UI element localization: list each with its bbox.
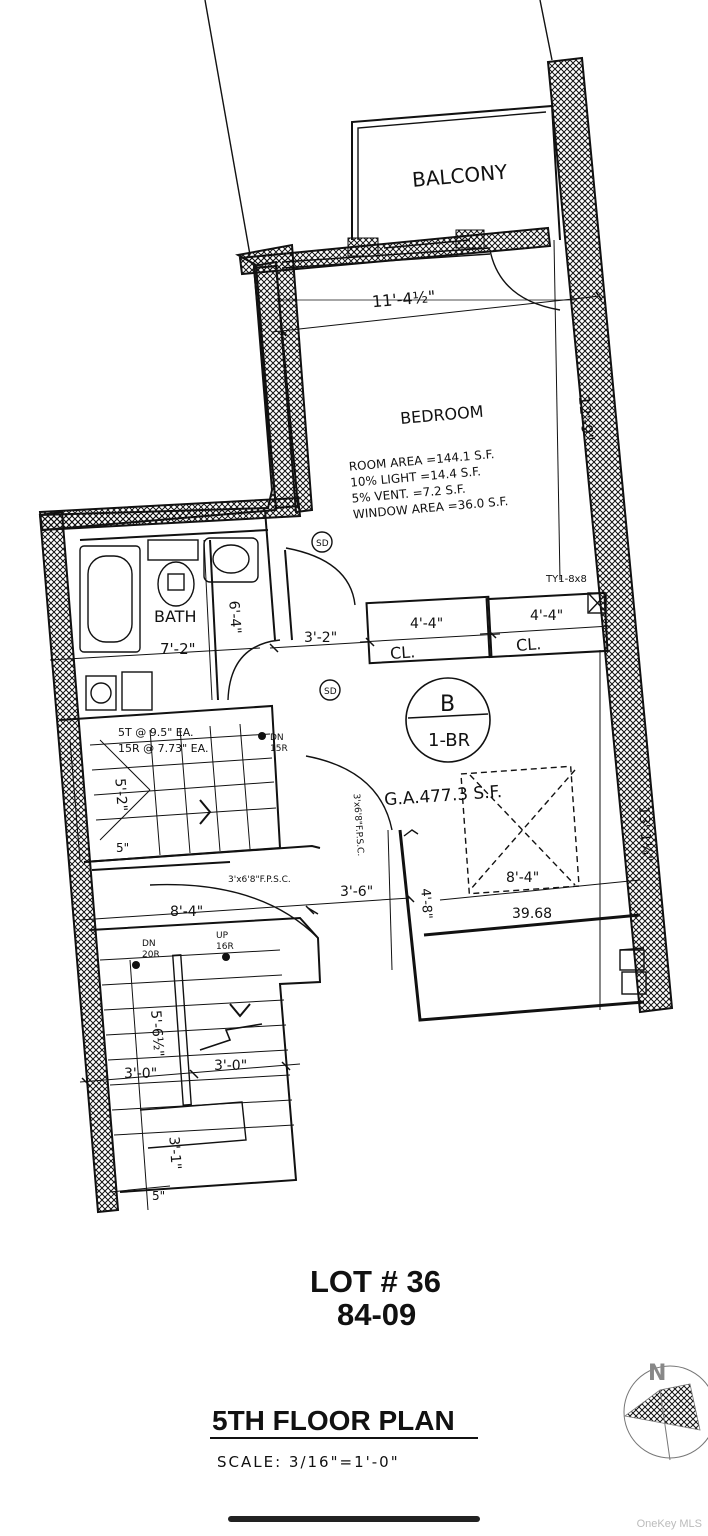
- dim-stair-2: 5'-6½": [147, 1010, 166, 1058]
- lot-title: LOT # 36: [310, 1264, 441, 1299]
- stair-note-1: 5T @ 9.5" EA.: [118, 726, 194, 739]
- dim-stair-3: 3'-0": [124, 1066, 157, 1082]
- dim-stair-6: 5": [116, 841, 129, 855]
- north-label: N: [648, 1361, 666, 1386]
- upper-stair-treads: [89, 723, 277, 856]
- dim-hall-1: 3'-2": [304, 630, 337, 646]
- interior-walls: [59, 299, 647, 1193]
- gross-area-label: G.A.477.3 S.F.: [384, 782, 503, 810]
- scale-label: SCALE: 3/16"=1'-0": [217, 1453, 400, 1471]
- lot-number: 84-09: [337, 1297, 416, 1332]
- upper-stair-risers: 15R: [270, 744, 288, 754]
- dim-stair-7: 5": [152, 1189, 165, 1203]
- closet-1-label: CL.: [389, 642, 415, 663]
- dim-balcony-width: 11'-4½": [371, 287, 436, 311]
- dim-stair-1: 5'-2": [111, 778, 129, 812]
- stair-break-line: [199, 1023, 263, 1051]
- floor-title: 5TH FLOOR PLAN: [212, 1405, 455, 1436]
- bedroom-label: BEDROOM: [399, 402, 484, 428]
- dimension-lines: [49, 239, 641, 1211]
- home-indicator-bar[interactable]: [228, 1516, 480, 1522]
- lower-stair-up-risers: 16R: [216, 942, 234, 952]
- dim-bedroom-depth: 12'-9": [575, 395, 597, 441]
- stair-marker-lower-dn: [132, 961, 140, 969]
- dim-stair-4: 3'-0": [214, 1058, 247, 1074]
- unit-letter: B: [440, 692, 455, 717]
- dim-living-depth: 13'-1¼": [635, 806, 655, 863]
- upper-stair-dn: DN: [270, 733, 284, 743]
- fixture-tag: TY1-8x8: [545, 574, 587, 585]
- bath-fixtures: [79, 537, 259, 711]
- skylight-box: [460, 765, 580, 895]
- smoke-detector-1: SD: [311, 531, 333, 553]
- lower-stair-treads: [99, 949, 295, 1149]
- unit-tag: B 1-BR: [405, 677, 491, 763]
- dim-closet-1: 4'-4": [410, 616, 443, 632]
- unit-type: 1-BR: [428, 730, 470, 751]
- bedroom-window: [281, 229, 491, 269]
- balcony: [351, 104, 561, 241]
- smoke-detector-label: SD: [316, 539, 329, 549]
- stair-marker-lower-up: [222, 953, 230, 961]
- exterior-walls: [38, 56, 674, 1214]
- smoke-detector-2: SD: [319, 679, 341, 701]
- dim-living-beam: 39.68: [512, 906, 552, 922]
- smoke-detector-label: SD: [324, 687, 337, 697]
- dim-stair-hall: 8'-4": [170, 904, 203, 920]
- stair-note-2: 15R @ 7.73" EA.: [118, 742, 208, 755]
- closet-2-label: CL.: [515, 634, 541, 655]
- watermark: OneKey MLS: [636, 1518, 702, 1530]
- stair-marker-upper-dn: [258, 732, 266, 740]
- door-1-note: 3'x6'8"F.P.S.C.: [351, 793, 365, 856]
- dimension-ticks: [81, 291, 603, 1087]
- lower-stair-dn-risers: 20R: [142, 950, 160, 960]
- bath-label: BATH: [154, 607, 196, 626]
- stair-arrow-lower: [229, 1003, 251, 1018]
- property-lines: [204, 0, 553, 256]
- stair-arrow-upper: [199, 799, 212, 825]
- dim-living-width: 8'-4": [506, 870, 539, 886]
- dim-closet-2: 4'-4": [530, 608, 563, 624]
- balcony-label: BALCONY: [411, 160, 509, 192]
- living-beam-line: [423, 913, 641, 937]
- dim-hall-3: 4'-8": [417, 888, 434, 920]
- door-2-note: 3'x6'8"F.P.S.C.: [228, 875, 291, 885]
- lower-stair-dn: DN: [142, 939, 156, 949]
- dim-bath-width: 7'-2": [160, 640, 196, 658]
- dim-hall-2: 3'-6": [340, 884, 373, 900]
- lower-stair-up: UP: [216, 931, 229, 941]
- dim-bath-height: 6'-4": [225, 600, 243, 634]
- door-swings: [149, 249, 561, 939]
- dim-stair-5: 3'-1": [165, 1136, 183, 1170]
- north-arrow: N: [623, 1361, 708, 1461]
- bedroom-info: ROOM AREA =144.1 S.F. 10% LIGHT =14.4 S.…: [348, 447, 509, 521]
